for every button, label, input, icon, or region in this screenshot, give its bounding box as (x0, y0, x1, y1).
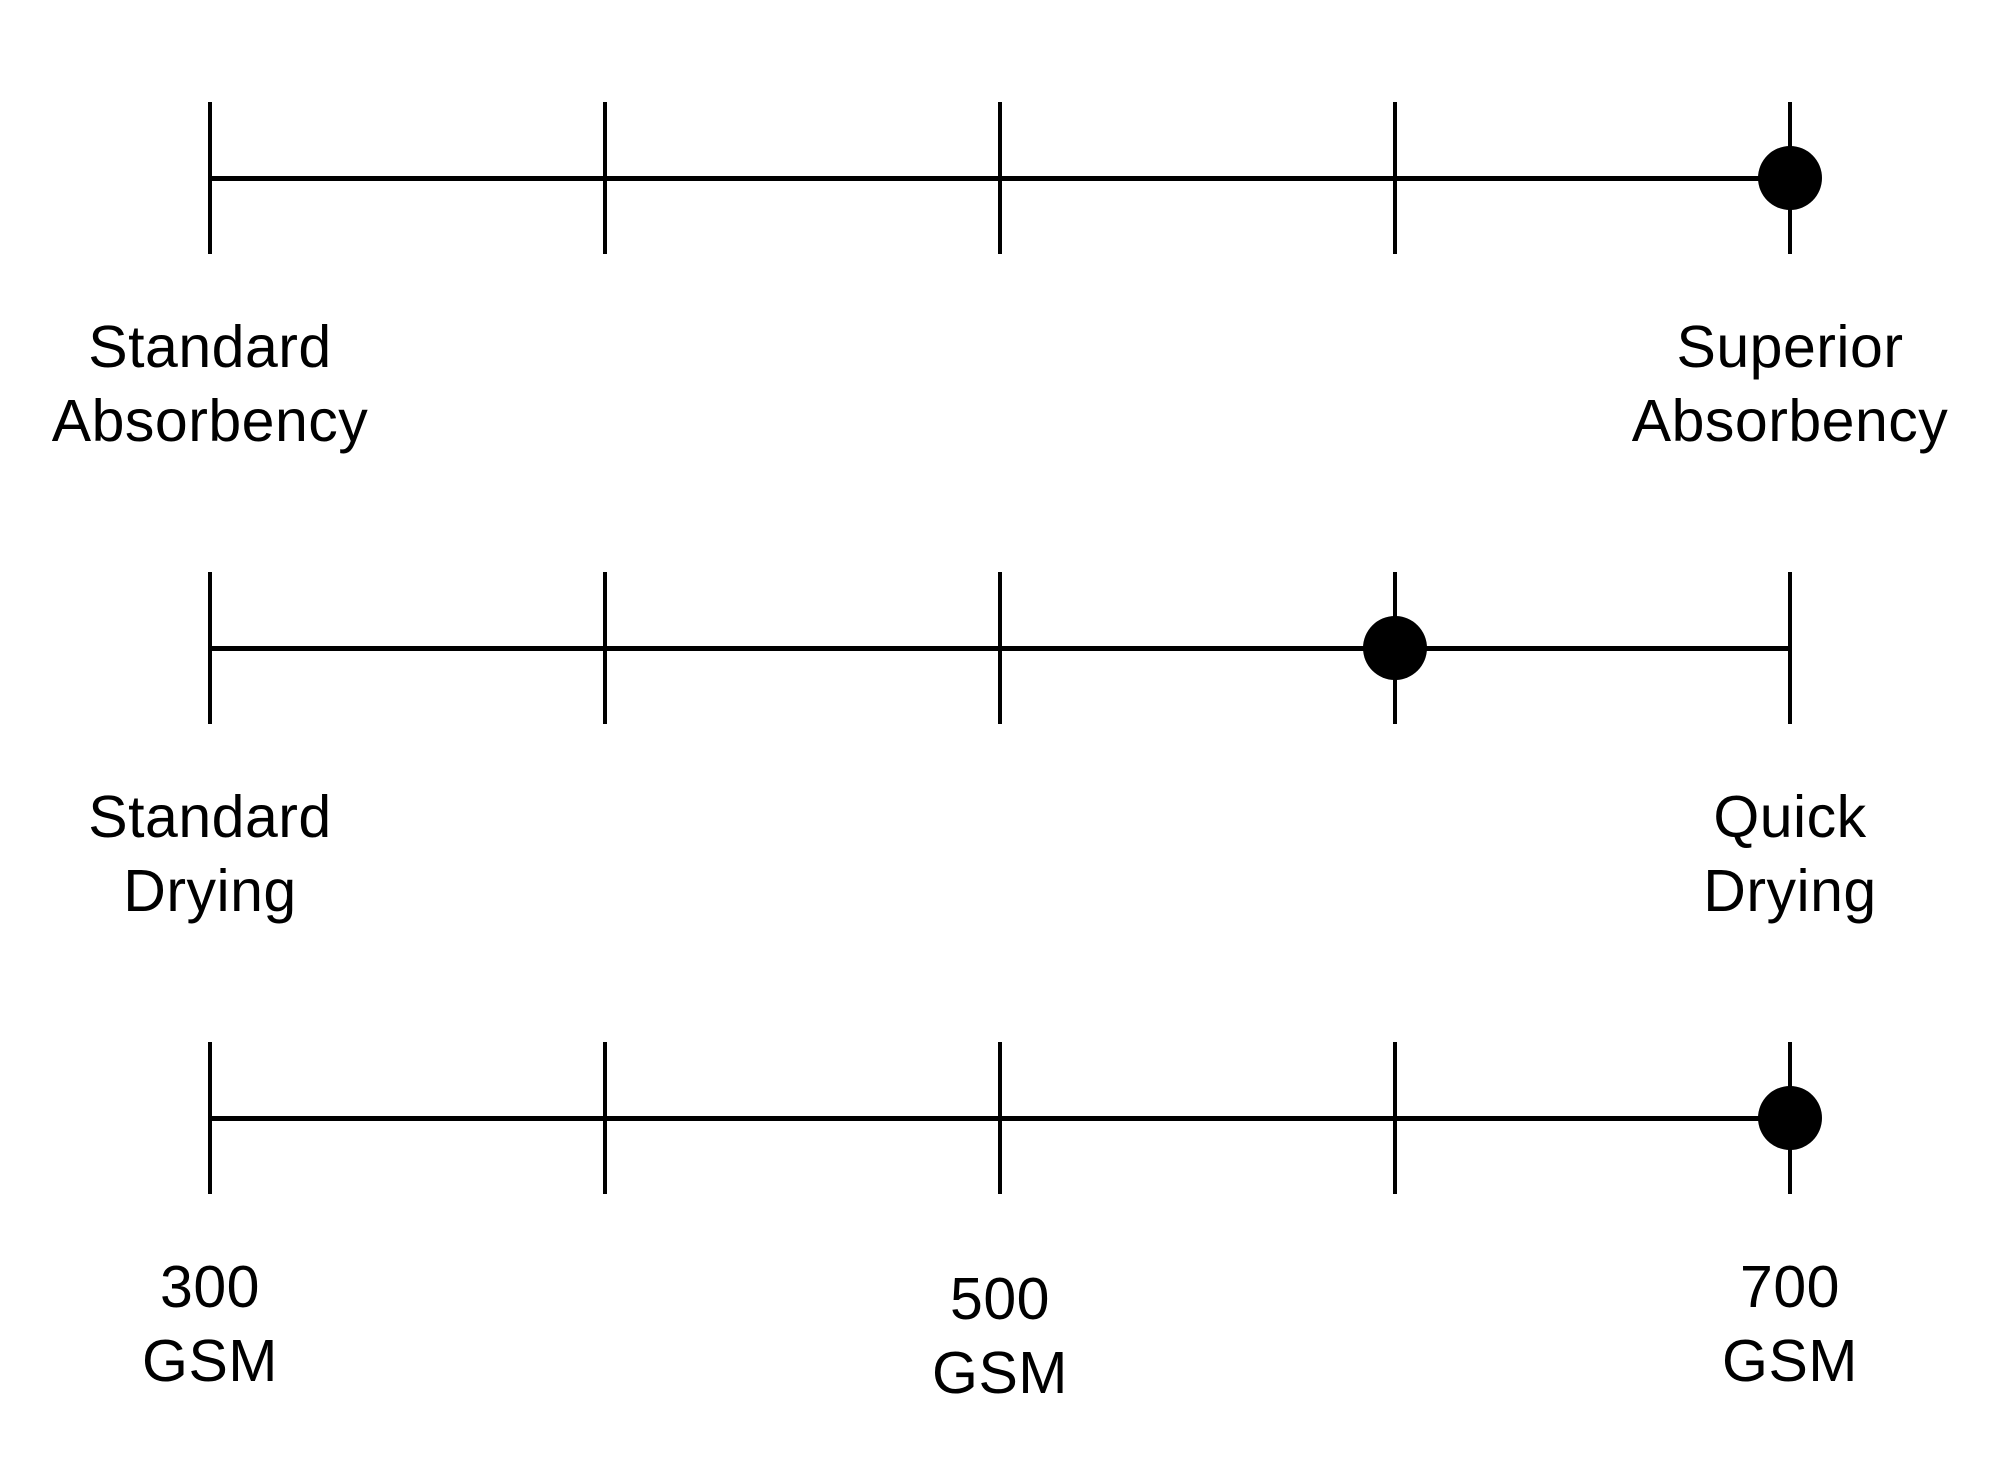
tick-mark (1393, 102, 1397, 254)
tick-mark (603, 572, 607, 724)
tick-mark (603, 1042, 607, 1194)
tick-mark (603, 102, 607, 254)
tick-mark (998, 102, 1002, 254)
scale-label-line: GSM (142, 1328, 278, 1394)
scale-label-line: GSM (932, 1340, 1068, 1406)
scale-label-line: 500 (950, 1266, 1050, 1332)
tick-mark (1393, 1042, 1397, 1194)
scale-label-line: 300 (160, 1254, 260, 1320)
scale-label-line: Standard (88, 314, 332, 380)
scale-label-line: 700 (1740, 1254, 1840, 1320)
rating-dot (1758, 1086, 1822, 1150)
tick-mark (998, 572, 1002, 724)
tick-mark (208, 572, 212, 724)
scale-label-line: Drying (1703, 858, 1877, 924)
scale-label-line: Standard (88, 784, 332, 850)
scale-label-line: Absorbency (1631, 388, 1949, 454)
rating-dot (1758, 146, 1822, 210)
tick-mark (208, 102, 212, 254)
tick-mark (998, 1042, 1002, 1194)
tick-mark (1788, 572, 1792, 724)
tick-mark (208, 1042, 212, 1194)
scale-label-line: GSM (1722, 1328, 1858, 1394)
scale-label-line: Quick (1713, 784, 1867, 850)
scale-label-line: Superior (1676, 314, 1904, 380)
scale-label-line: Absorbency (51, 388, 369, 454)
rating-dot (1363, 616, 1427, 680)
scale-label-line: Drying (123, 858, 297, 924)
